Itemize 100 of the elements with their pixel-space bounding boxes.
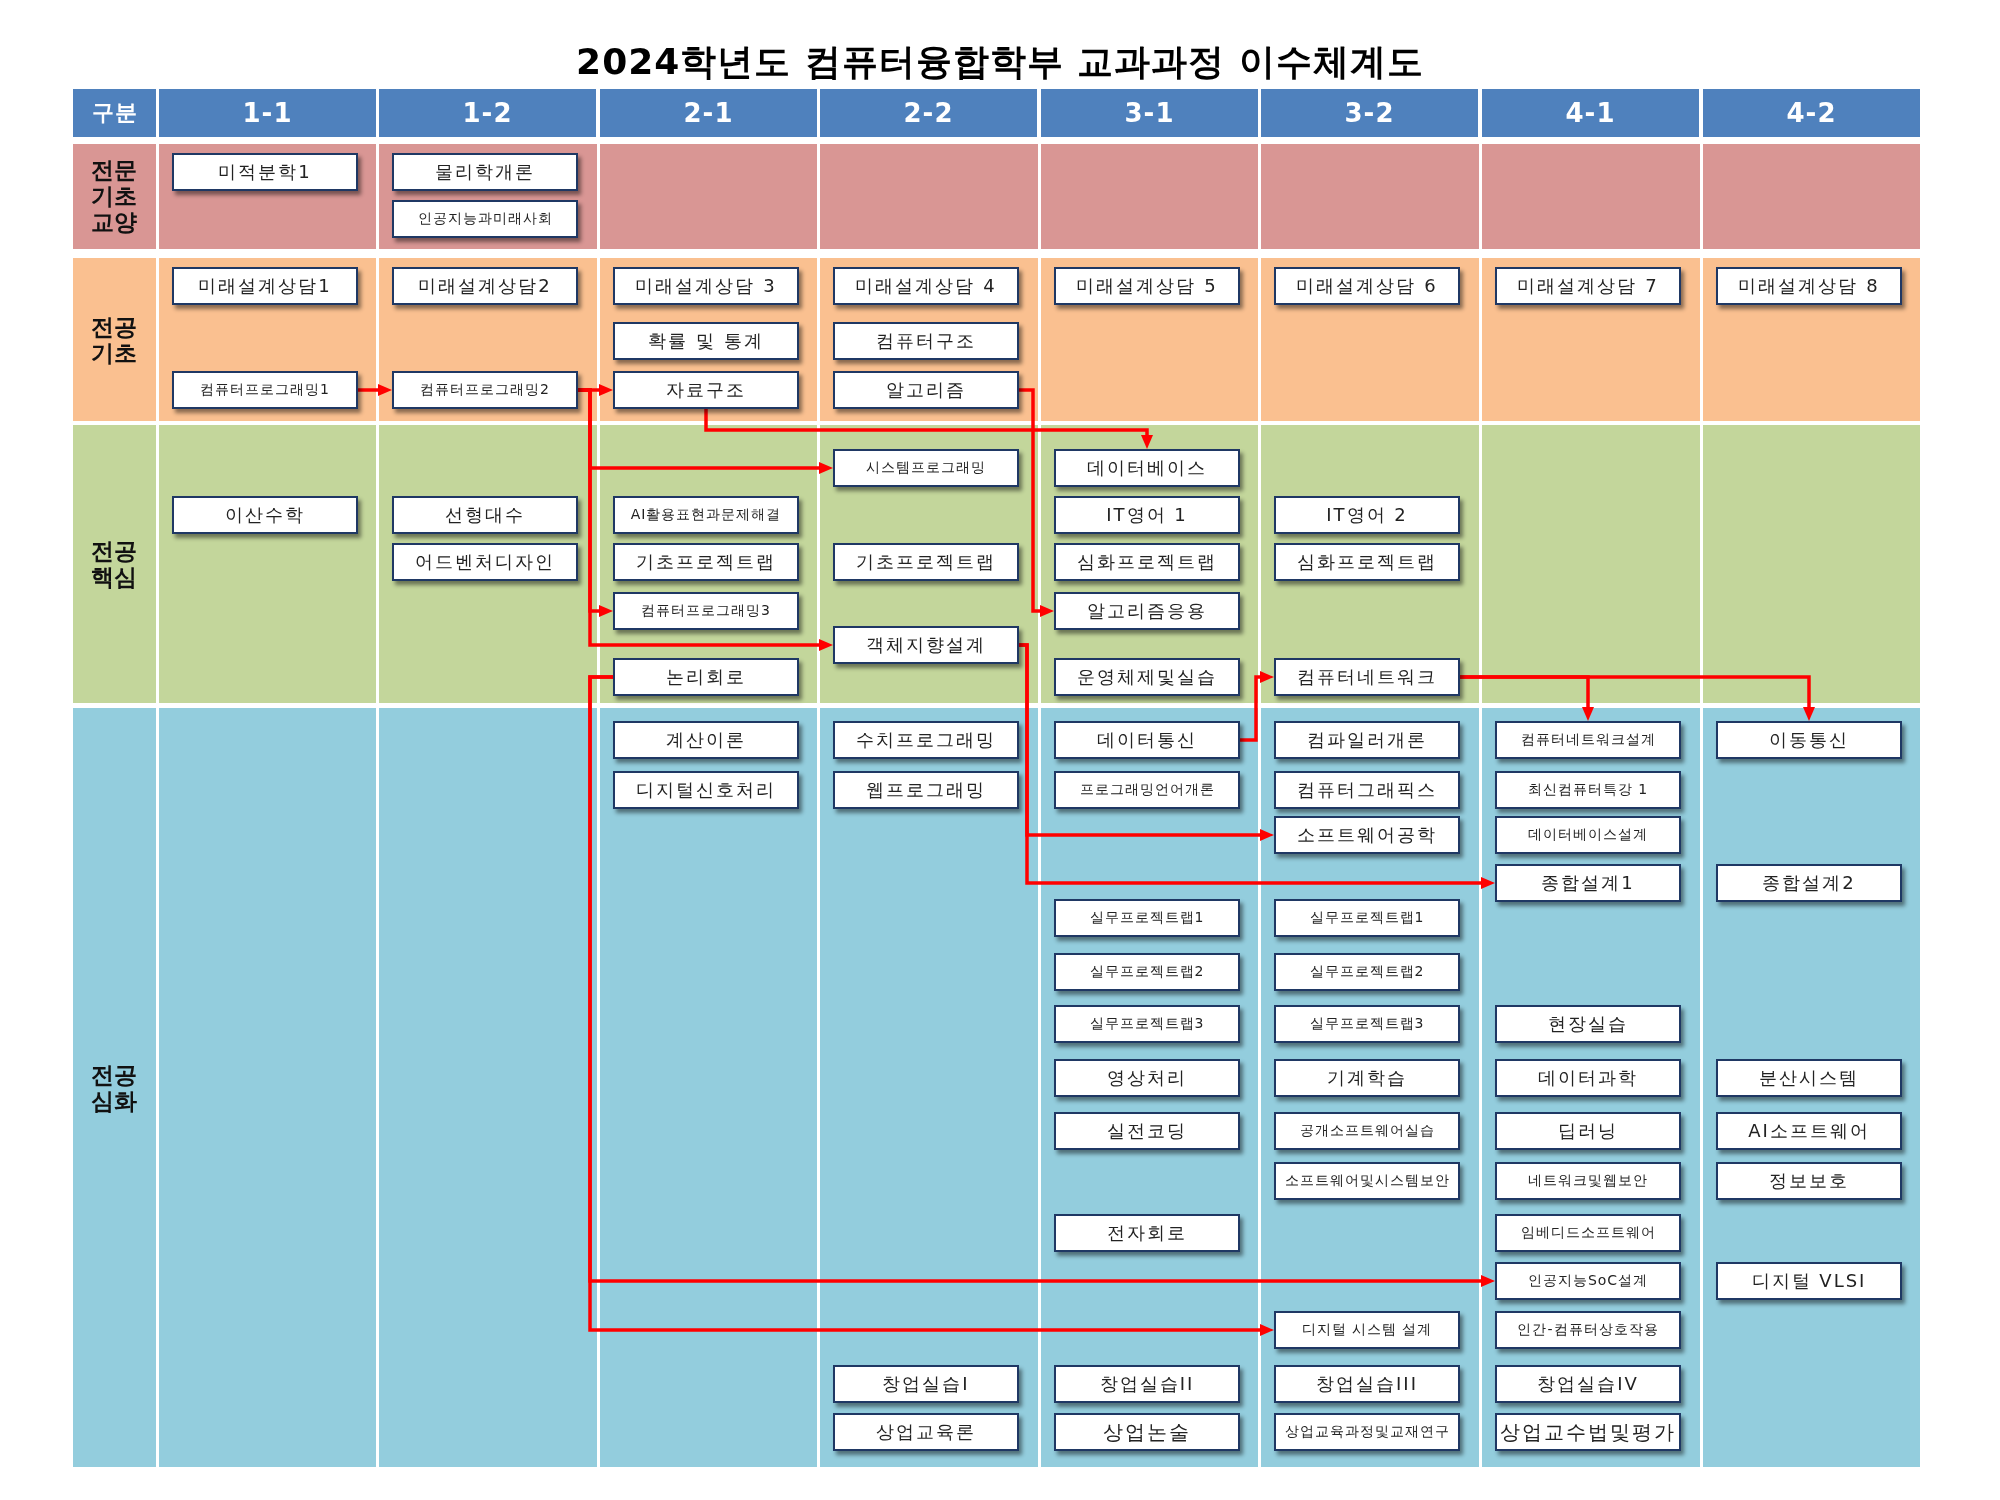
course-box: 소프트웨어및시스템보안 <box>1274 1162 1460 1200</box>
course-box: 컴퓨터그래픽스 <box>1274 771 1460 809</box>
course-box: 종합설계1 <box>1495 864 1681 902</box>
course-box: 미적분학1 <box>172 153 358 191</box>
course-box: 창업실습III <box>1274 1365 1460 1403</box>
course-box: 컴퓨터프로그래밍3 <box>613 592 799 630</box>
course-box: AI소프트웨어 <box>1716 1112 1902 1150</box>
course-box: 수치프로그래밍 <box>833 721 1019 759</box>
course-box: 디지털신호처리 <box>613 771 799 809</box>
table-header-cell: 2-2 <box>820 89 1037 137</box>
course-box: 실전코딩 <box>1054 1112 1240 1150</box>
course-box: 전자회로 <box>1054 1214 1240 1252</box>
course-box: 창업실습II <box>1054 1365 1240 1403</box>
course-box: 미래설계상담 6 <box>1274 267 1460 305</box>
course-box: 소프트웨어공학 <box>1274 816 1460 854</box>
course-box: 분산시스템 <box>1716 1059 1902 1097</box>
table-header-cell: 1-1 <box>159 89 376 137</box>
table-header-cell: 2-1 <box>600 89 817 137</box>
course-box: 컴퓨터구조 <box>833 322 1019 360</box>
course-box: 컴퓨터프로그래밍2 <box>392 371 578 409</box>
course-box: AI활용표현과문제해결 <box>613 496 799 534</box>
table-header-cell: 구분 <box>73 89 156 137</box>
course-box: 미래설계상담 4 <box>833 267 1019 305</box>
course-box: 딥러닝 <box>1495 1112 1681 1150</box>
course-box: 상업교육과정및교재연구 <box>1274 1413 1460 1451</box>
course-box: 실무프로젝트랩3 <box>1274 1005 1460 1043</box>
course-box: 영상처리 <box>1054 1059 1240 1097</box>
course-box: 선형대수 <box>392 496 578 534</box>
table-header-cell: 1-2 <box>379 89 596 137</box>
row-heading: 전문 기초 교양 <box>91 156 137 237</box>
course-box: 디지털 VLSI <box>1716 1262 1902 1300</box>
course-box: 임베디드소프트웨어 <box>1495 1214 1681 1252</box>
course-box: 프로그래밍언어개론 <box>1054 771 1240 809</box>
course-box: 데이터베이스설계 <box>1495 816 1681 854</box>
arrow <box>358 384 392 396</box>
arrow <box>1019 643 1495 889</box>
course-box: 어드벤처디자인 <box>392 543 578 581</box>
course-box: 미래설계상담1 <box>172 267 358 305</box>
course-box: 자료구조 <box>613 371 799 409</box>
course-box: 컴파일러개론 <box>1274 721 1460 759</box>
course-box: 컴퓨터네트워크설계 <box>1495 721 1681 759</box>
course-box: 데이터과학 <box>1495 1059 1681 1097</box>
course-box: 정보보호 <box>1716 1162 1902 1200</box>
course-box: 웹프로그래밍 <box>833 771 1019 809</box>
course-box: 객체지향설계 <box>833 626 1019 664</box>
course-box: 창업실습IV <box>1495 1365 1681 1403</box>
category-row-band <box>73 144 1920 249</box>
course-box: 확률 및 통계 <box>613 322 799 360</box>
course-box: 미래설계상담 7 <box>1495 267 1681 305</box>
course-box: 알고리즘응용 <box>1054 592 1240 630</box>
row-heading: 전공 심화 <box>91 1061 137 1114</box>
course-box: 상업논술 <box>1054 1413 1240 1451</box>
arrow <box>704 409 1153 449</box>
course-box: 이산수학 <box>172 496 358 534</box>
course-box: IT영어 1 <box>1054 496 1240 534</box>
course-box: 논리회로 <box>613 658 799 696</box>
course-box: 데이터베이스 <box>1054 449 1240 487</box>
course-box: 인공지능SoC설계 <box>1495 1262 1681 1300</box>
course-box: 이동통신 <box>1716 721 1902 759</box>
table-header-cell: 3-1 <box>1041 89 1258 137</box>
course-box: 미래설계상담 8 <box>1716 267 1902 305</box>
arrow <box>588 675 1274 1336</box>
course-box: 상업교수법및평가 <box>1495 1413 1681 1451</box>
table-header-cell: 3-2 <box>1261 89 1478 137</box>
course-box: 알고리즘 <box>833 371 1019 409</box>
course-box: 창업실습I <box>833 1365 1019 1403</box>
course-box: 컴퓨터프로그래밍1 <box>172 371 358 409</box>
course-box: 종합설계2 <box>1716 864 1902 902</box>
arrow <box>1019 388 1054 617</box>
course-box: 데이터통신 <box>1054 721 1240 759</box>
course-box: 상업교육론 <box>833 1413 1019 1451</box>
category-row-band <box>73 425 1920 703</box>
course-box: 심화프로젝트랩 <box>1274 543 1460 581</box>
course-box: 최신컴퓨터특강 1 <box>1495 771 1681 809</box>
course-box: 현장실습 <box>1495 1005 1681 1043</box>
course-box: 인공지능과미래사회 <box>392 200 578 238</box>
course-box: 컴퓨터네트워크 <box>1274 658 1460 696</box>
course-box: 인간-컴퓨터상호작용 <box>1495 1311 1681 1349</box>
course-box: 공개소프트웨어실습 <box>1274 1112 1460 1150</box>
course-box: 미래설계상담2 <box>392 267 578 305</box>
table-header-cell: 4-2 <box>1703 89 1920 137</box>
category-row-band <box>73 258 1920 421</box>
course-box: 기초프로젝트랩 <box>613 543 799 581</box>
course-box: 디지털 시스템 설계 <box>1274 1311 1460 1349</box>
course-box: 심화프로젝트랩 <box>1054 543 1240 581</box>
arrow <box>1460 675 1815 721</box>
course-box: 미래설계상담 3 <box>613 267 799 305</box>
diagram-title: 2024학년도 컴퓨터융합학부 교과과정 이수체계도 <box>576 40 1424 84</box>
course-box: 계산이론 <box>613 721 799 759</box>
table-header-cell: 4-1 <box>1482 89 1699 137</box>
course-box: 실무프로젝트랩3 <box>1054 1005 1240 1043</box>
row-heading: 전공 기초 <box>91 313 137 366</box>
row-heading: 전공 핵심 <box>91 537 137 591</box>
course-box: 실무프로젝트랩1 <box>1274 899 1460 937</box>
course-box: 미래설계상담 5 <box>1054 267 1240 305</box>
arrow <box>1240 671 1274 742</box>
course-box: 시스템프로그래밍 <box>833 449 1019 487</box>
course-box: 운영체제및실습 <box>1054 658 1240 696</box>
course-box: 실무프로젝트랩2 <box>1274 953 1460 991</box>
category-row-band <box>73 708 1920 1467</box>
